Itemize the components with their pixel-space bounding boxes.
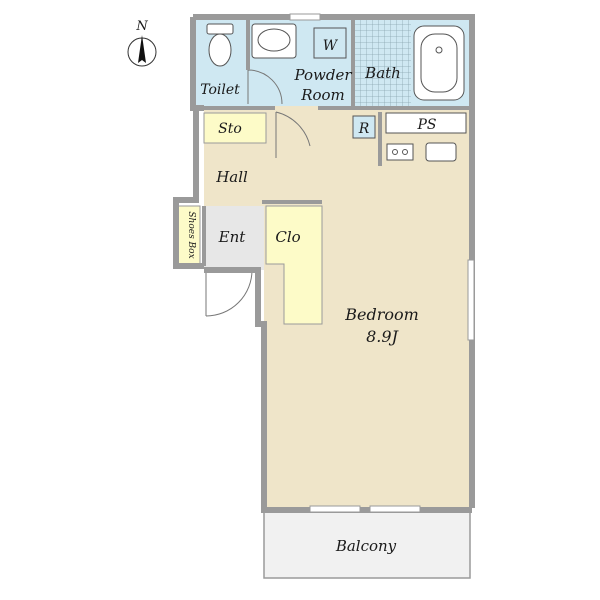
shoes-box-label: Shoes Box: [186, 211, 196, 258]
toilet-fixture: [206, 23, 234, 67]
balcony-floor: [263, 511, 471, 579]
balcony-label: Balcony: [335, 537, 397, 555]
door-swings: [205, 69, 311, 317]
compass: N: [127, 19, 157, 67]
bedroom-size-label: 8.9J: [366, 327, 399, 346]
closet-floor: [265, 205, 323, 325]
bathtub-fixture: [413, 25, 465, 101]
powder-room-label-line1: Powder: [293, 66, 352, 84]
refrigerator-space: [352, 115, 376, 139]
kitchen-fixtures: [386, 142, 457, 162]
interior-walls: [196, 17, 472, 266]
washer-label: W: [323, 38, 339, 54]
hall-label: Hall: [215, 168, 248, 186]
refrigerator-label: R: [358, 121, 370, 137]
powder-room-label-line2: Room: [300, 86, 345, 104]
bedroom-label: Bedroom: [344, 305, 419, 324]
entrance-label: Ent: [218, 228, 247, 246]
bath-label: Bath: [364, 64, 401, 82]
windows: [289, 13, 475, 513]
compass-arrow-icon: [138, 35, 146, 63]
pipe-space: [385, 112, 467, 134]
toilet-label: Toilet: [200, 82, 240, 98]
closet-label: Clo: [275, 228, 300, 246]
compass-north-label: N: [135, 19, 148, 34]
storage-floor: [203, 112, 267, 144]
washer-space: [313, 27, 347, 59]
pipe-space-label: PS: [416, 117, 436, 133]
bath-floor-tile: [353, 18, 411, 106]
sink-fixture: [251, 23, 297, 59]
entrance-floor: [204, 206, 264, 270]
storage-label: Sto: [218, 121, 242, 137]
